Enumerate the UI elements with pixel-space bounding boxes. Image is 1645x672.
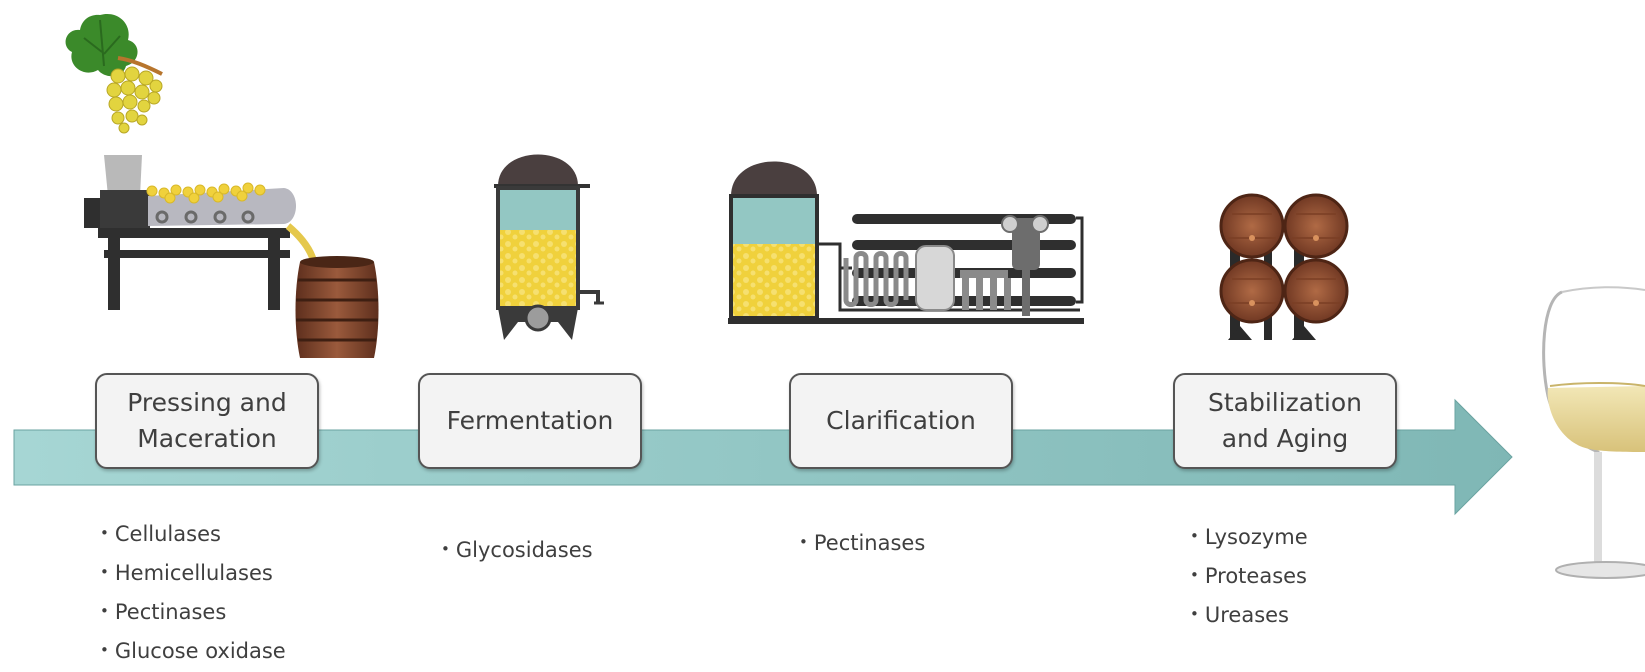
stage-box-stabilization-aging: Stabilization and Aging — [1173, 373, 1397, 469]
stage-box-pressing-maceration: Pressing and Maceration — [95, 373, 319, 469]
enzyme-item: Cellulases — [100, 516, 286, 555]
enzyme-item: Pectinases — [100, 594, 286, 633]
grape-cluster-icon — [65, 13, 163, 134]
stage-label-fermentation: Fermentation — [446, 406, 614, 435]
enzyme-item: Ureases — [1190, 597, 1308, 636]
enzyme-list-clarification: Pectinases — [799, 525, 925, 564]
process-illustration — [13, 13, 1645, 579]
flow-arrow — [13, 398, 1513, 516]
enzyme-item: Glucose oxidase — [100, 633, 286, 672]
fermentation-tank-icon — [494, 154, 604, 340]
enzyme-item: Glycosidases — [441, 532, 593, 571]
enzyme-list-stabilization-aging: Lysozyme Proteases Ureases — [1190, 519, 1308, 636]
press-machine-icon — [84, 155, 318, 310]
enzyme-list-pressing-maceration: Cellulases Hemicellulases Pectinases Glu… — [100, 516, 286, 672]
stage-label-clarification: Clarification — [826, 406, 976, 435]
enzyme-list-fermentation: Glycosidases — [441, 532, 593, 571]
stacked-barrels-icon — [1219, 193, 1349, 340]
clarification-system-icon — [728, 161, 1084, 324]
stage-label-pressing-maceration: Pressing and Maceration — [127, 388, 287, 453]
enzyme-item: Hemicellulases — [100, 555, 286, 594]
stage-box-clarification: Clarification — [789, 373, 1013, 469]
wine-glass-icon — [1542, 286, 1645, 579]
enzyme-item: Pectinases — [799, 525, 925, 564]
stage-box-fermentation: Fermentation — [418, 373, 642, 469]
stage-label-stabilization-aging: Stabilization and Aging — [1207, 388, 1363, 453]
enzyme-item: Proteases — [1190, 558, 1308, 597]
enzyme-item: Lysozyme — [1190, 519, 1308, 558]
wooden-barrel-icon — [295, 256, 379, 358]
